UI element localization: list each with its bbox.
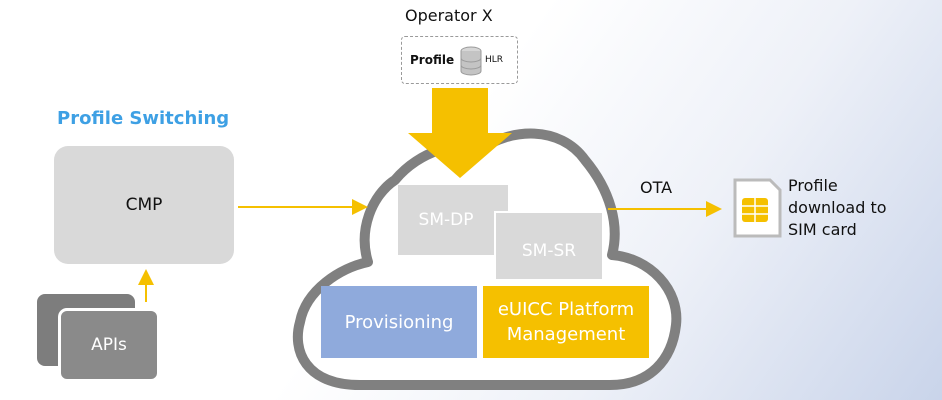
- sim-text-line2: download to: [788, 198, 887, 217]
- operator-title: Operator X: [405, 6, 493, 25]
- sim-text-line1: Profile: [788, 176, 838, 195]
- sim-card-icon: [733, 178, 782, 238]
- provisioning-label: Provisioning: [344, 311, 454, 333]
- database-icon: [460, 46, 482, 76]
- profile-download-arrow: [408, 88, 512, 178]
- cmp-label: CMP: [125, 195, 163, 215]
- smdp-label: SM-DP: [418, 210, 474, 230]
- provisioning-box: Provisioning: [321, 286, 477, 358]
- euicc-platform-management-box: eUICC Platform Management: [483, 286, 649, 358]
- euicc-label-line2: Management: [506, 324, 626, 345]
- euicc-label-line1: eUICC Platform: [497, 299, 635, 320]
- smsr-label: SM-SR: [521, 241, 577, 261]
- ota-label: OTA: [640, 178, 673, 197]
- apis-label: APIs: [91, 335, 127, 355]
- section-title: Profile Switching: [57, 108, 230, 129]
- hlr-profile-label: Profile: [410, 53, 455, 67]
- smsr-box: SM-SR: [494, 211, 604, 281]
- hlr-db-label: HLR: [485, 55, 504, 65]
- hlr-profile-box: Profile HLR: [401, 36, 518, 84]
- sim-text-line3: SIM card: [788, 220, 857, 239]
- smdp-box: SM-DP: [398, 185, 508, 255]
- sim-download-text: Profile download to SIM card: [788, 175, 918, 241]
- cmp-box: CMP: [54, 146, 234, 264]
- apis-box: APIs: [58, 308, 160, 382]
